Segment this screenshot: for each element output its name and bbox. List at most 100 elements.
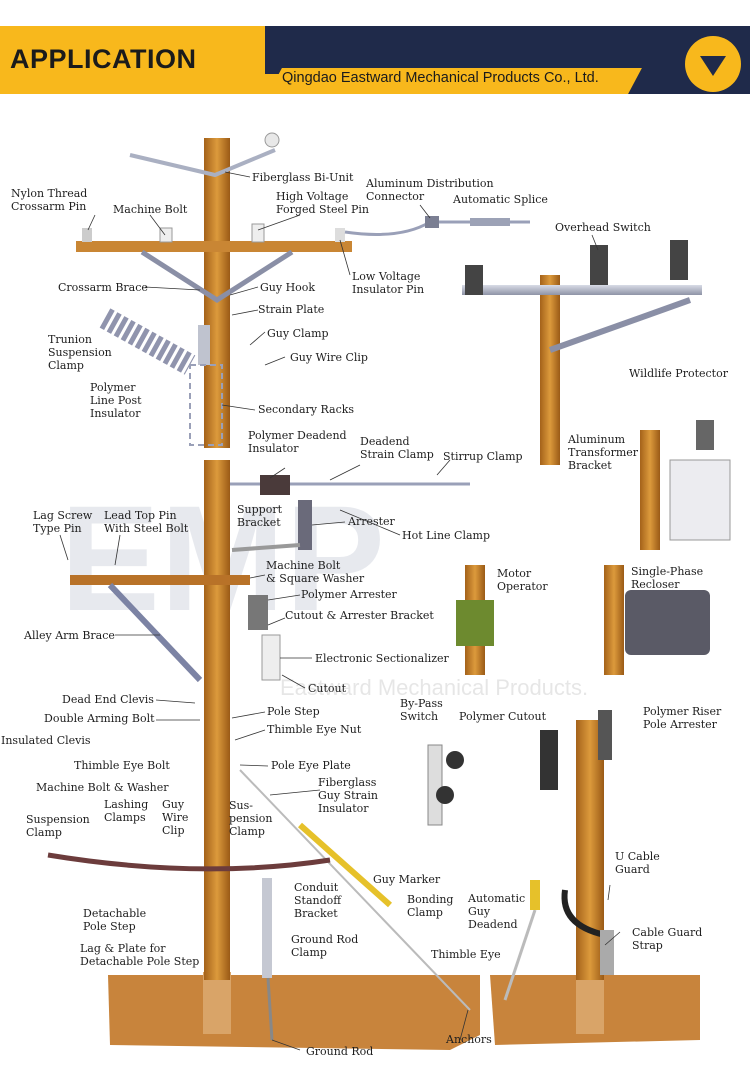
ground	[108, 972, 700, 1050]
label-deadend-strain-clamp: Deadend	[360, 435, 410, 448]
polymer-arrester	[248, 595, 268, 630]
label-lag-screw-type-pin: Lag Screw	[33, 509, 93, 522]
label-automatic-guy-deadend-2: Guy	[468, 905, 491, 918]
label-aluminum-transformer-bracket: Aluminum	[567, 433, 626, 446]
label-polymer-riser-pole-arrester-2: Pole Arrester	[643, 718, 718, 731]
label-lead-top-pin: Lead Top Pin	[104, 509, 177, 522]
overhead-switch	[462, 240, 702, 465]
label-polymer-line-post-insulator-2: Line Post	[90, 394, 142, 407]
label-by-pass-switch: By-Pass	[400, 697, 443, 710]
u-cable-guard	[561, 889, 606, 938]
label-suspension-clamp-right-2: pension	[229, 812, 273, 825]
alley-arm-brace	[107, 582, 203, 683]
header-yellow-block	[0, 26, 300, 94]
header-navy-block	[265, 26, 750, 74]
label-cutout: Cutout	[308, 682, 347, 695]
label-polymer-line-post-insulator: Polymer	[90, 381, 136, 394]
label-polymer-arrester: Polymer Arrester	[301, 588, 398, 601]
label-alley-arm-brace: Alley Arm Brace	[23, 629, 115, 642]
label-lag-plate-detachable: Lag & Plate for	[80, 942, 166, 955]
label-fiberglass-bi-unit: Fiberglass Bi-Unit	[252, 171, 354, 184]
label-fiberglass-guy-strain-insulator-2: Guy Strain	[318, 789, 378, 802]
label-thimble-eye-nut: Thimble Eye Nut	[267, 723, 362, 736]
label-dead-end-clevis: Dead End Clevis	[62, 693, 154, 706]
label-aluminum-distribution-connector: Aluminum Distribution	[365, 177, 494, 190]
label-guy-wire-clip-lower: Guy	[162, 798, 185, 811]
main-pole	[47, 132, 471, 1041]
label-ground-rod-clamp-2: Clamp	[291, 946, 327, 959]
label-overhead-switch: Overhead Switch	[555, 221, 651, 234]
label-wildlife-protector: Wildlife Protector	[629, 367, 729, 380]
guy-wire	[239, 769, 471, 1011]
label-trunion-suspension-clamp: Trunion	[48, 333, 92, 346]
label-trunion-suspension-clamp-3: Clamp	[48, 359, 84, 372]
label-lag-screw-type-pin-2: Type Pin	[33, 522, 82, 535]
label-machine-bolt-washer: Machine Bolt & Washer	[36, 781, 169, 794]
arrester	[298, 500, 312, 550]
label-electronic-sectionalizer: Electronic Sectionalizer	[315, 652, 450, 665]
label-suspension-clamp-left-2: Clamp	[26, 826, 62, 839]
label-guy-wire-clip: Guy Wire Clip	[290, 351, 368, 364]
label-secondary-racks: Secondary Racks	[258, 403, 354, 416]
part-labels: Fiberglass Bi-Unit Aluminum Distribution…	[1, 171, 729, 1058]
menu-toggle-button[interactable]	[685, 36, 741, 92]
chevron-down-icon	[700, 56, 726, 76]
label-deadend-strain-clamp-2: Strain Clamp	[360, 448, 434, 461]
label-guy-marker: Guy Marker	[373, 873, 441, 886]
crossarm	[76, 241, 352, 252]
single-phase-recloser	[604, 565, 710, 675]
ground-rod	[266, 977, 274, 1041]
label-suspension-clamp-left: Suspension	[26, 813, 90, 826]
pole-application-diagram: EMP Eastward Mechanical Products.	[1, 132, 731, 1058]
label-by-pass-switch-2: Switch	[400, 710, 438, 723]
page-title: APPLICATION	[10, 44, 197, 74]
label-nylon-thread-crossarm-pin: Nylon Thread	[11, 187, 87, 200]
label-support-bracket: Support	[237, 503, 283, 516]
label-automatic-guy-deadend: Automatic	[467, 892, 525, 905]
label-low-voltage-insulator-pin: Low Voltage	[352, 270, 420, 283]
label-ground-rod: Ground Rod	[306, 1045, 373, 1058]
by-pass-switch	[427, 744, 464, 826]
label-thimble-eye-bolt: Thimble Eye Bolt	[74, 759, 170, 772]
label-detachable-pole-step: Detachable	[83, 907, 146, 920]
label-conduit-standoff-bracket-3: Bracket	[294, 907, 338, 920]
label-guy-clamp: Guy Clamp	[267, 327, 329, 340]
guy-marker	[298, 822, 392, 908]
label-machine-bolt-square-washer: Machine Bolt	[266, 559, 341, 572]
label-suspension-clamp-right: Sus-	[229, 799, 253, 812]
header-banner: APPLICATION Qingdao Eastward Mechanical …	[0, 0, 750, 94]
label-bonding-clamp-2: Clamp	[407, 906, 443, 919]
label-insulated-clevis: Insulated Clevis	[1, 734, 91, 747]
conduit	[262, 878, 272, 978]
label-fiberglass-guy-strain-insulator-3: Insulator	[318, 802, 369, 815]
label-cable-guard-strap: Cable Guard	[632, 926, 702, 939]
lower-crossarm	[70, 575, 250, 585]
label-automatic-guy-deadend-3: Deadend	[468, 918, 518, 931]
label-guy-wire-clip-lower-3: Clip	[162, 824, 185, 837]
label-aluminum-distribution-connector-2: Connector	[366, 190, 425, 203]
lashing-cable	[47, 852, 331, 872]
label-suspension-clamp-right-3: Clamp	[229, 825, 265, 838]
label-cutout-arrester-bracket: Cutout & Arrester Bracket	[285, 609, 434, 622]
label-polymer-deadend-insulator-2: Insulator	[248, 442, 299, 455]
label-u-cable-guard-2: Guard	[615, 863, 650, 876]
label-anchors: Anchors	[445, 1033, 492, 1046]
crossarm-brace	[140, 249, 294, 303]
label-crossarm-brace: Crossarm Brace	[58, 281, 148, 294]
label-motor-operator: Motor	[497, 567, 532, 580]
label-conduit-standoff-bracket: Conduit	[294, 881, 339, 894]
label-single-phase-recloser-2: Recloser	[631, 578, 680, 591]
label-single-phase-recloser: Single-Phase	[631, 565, 703, 578]
label-fiberglass-guy-strain-insulator: Fiberglass	[318, 776, 377, 789]
riser-pole	[503, 710, 614, 1001]
transformer-bracket	[640, 420, 731, 550]
label-high-voltage-pin: High Voltage	[276, 190, 348, 203]
label-stirrup-clamp: Stirrup Clamp	[443, 450, 523, 463]
cutout	[261, 634, 281, 681]
polymer-line-post-insulator	[99, 308, 196, 375]
label-detachable-pole-step-2: Pole Step	[83, 920, 136, 933]
label-guy-hook: Guy Hook	[260, 281, 315, 294]
label-lag-plate-detachable-2: Detachable Pole Step	[80, 955, 199, 968]
label-support-bracket-2: Bracket	[237, 516, 281, 529]
label-u-cable-guard: U Cable	[615, 850, 660, 863]
